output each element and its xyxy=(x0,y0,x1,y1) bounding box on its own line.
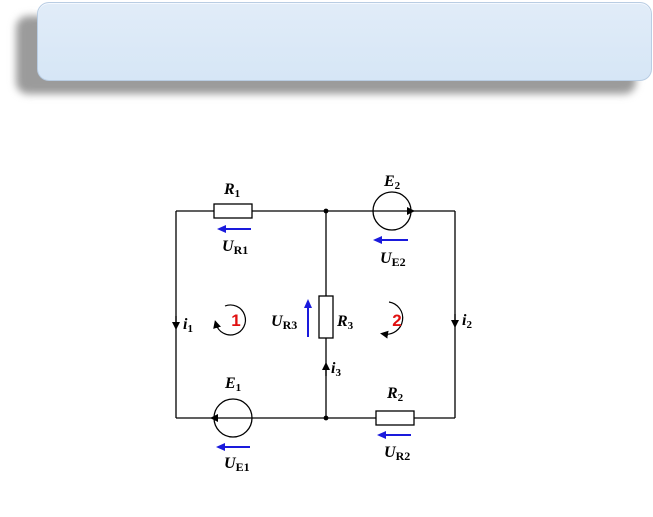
label-ue1: UE1 xyxy=(224,455,250,474)
label-ur1: UR1 xyxy=(222,238,248,257)
loop-number-1: 1 xyxy=(231,311,240,330)
loop-number-2: 2 xyxy=(392,311,401,330)
resistor-r3 xyxy=(318,295,334,339)
label-r3: R3 xyxy=(336,313,354,332)
label-e2: E2 xyxy=(383,173,401,192)
label-r2: R2 xyxy=(386,385,404,404)
title-banner xyxy=(37,2,652,81)
resistor-r2 xyxy=(375,410,415,426)
label-ur3: UR3 xyxy=(271,313,297,332)
label-r1: R1 xyxy=(223,181,240,200)
source-e1 xyxy=(210,398,253,438)
label-ue2: UE2 xyxy=(380,250,406,269)
circuit-wires xyxy=(175,210,456,419)
label-i3: i3 xyxy=(331,360,341,379)
junction-bottom xyxy=(323,415,329,421)
label-i2: i2 xyxy=(462,312,472,331)
junction-top xyxy=(323,208,329,214)
label-e1: E1 xyxy=(224,375,241,394)
loop-arrow-1 xyxy=(213,304,247,336)
source-e2 xyxy=(372,191,415,231)
resistor-r1 xyxy=(213,203,253,219)
label-i1: i1 xyxy=(183,316,193,335)
label-ur2: UR2 xyxy=(384,444,410,463)
loop-arrow-2 xyxy=(380,301,404,339)
